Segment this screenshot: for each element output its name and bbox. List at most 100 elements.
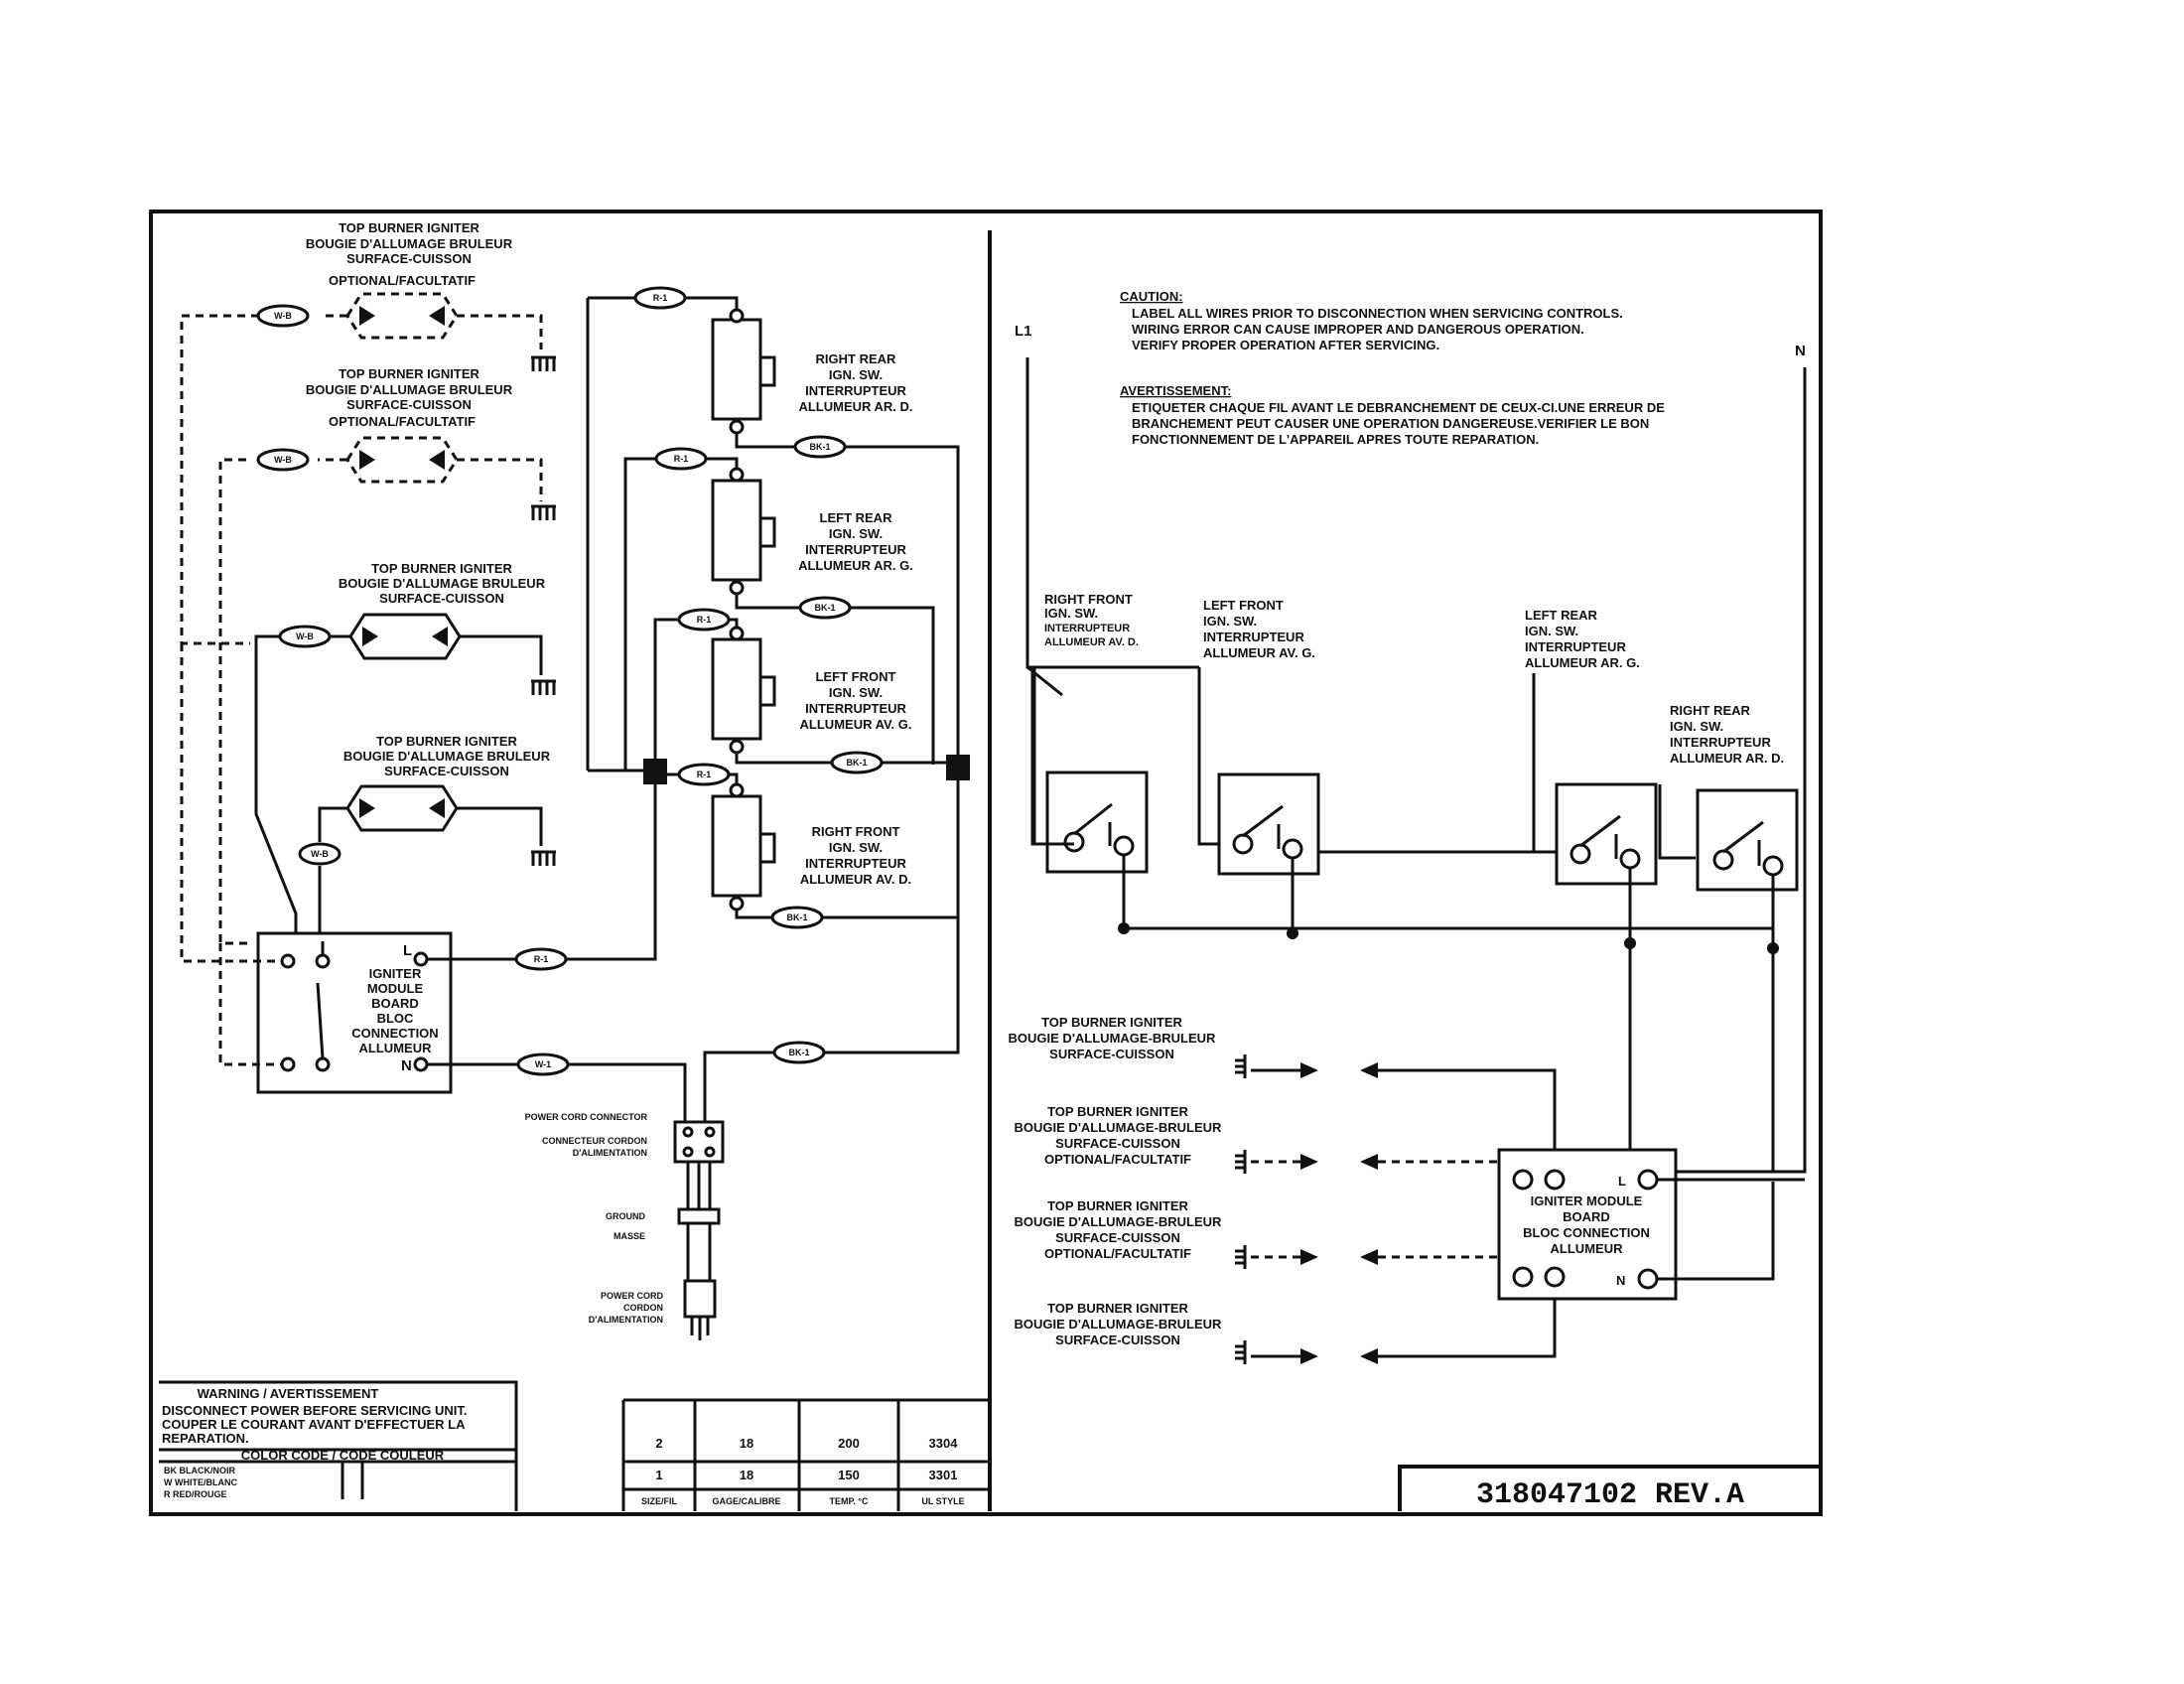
svg-text:INTERRUPTEUR: INTERRUPTEUR (1525, 639, 1626, 654)
igniter-optional: OPTIONAL/FACULTATIF (329, 273, 476, 288)
right-igniter-1: TOP BURNER IGNITER BOUGIE D'ALLUMAGE-BRU… (1009, 1015, 1557, 1180)
svg-text:BOUGIE D'ALLUMAGE-BRULEUR: BOUGIE D'ALLUMAGE-BRULEUR (1015, 1214, 1223, 1229)
svg-text:BOUGIE D'ALLUMAGE BRULEUR: BOUGIE D'ALLUMAGE BRULEUR (343, 749, 551, 764)
svg-text:INTERRUPTEUR: INTERRUPTEUR (805, 383, 906, 398)
wire-tag (278, 625, 332, 648)
svg-text:IGN. SW.: IGN. SW. (1203, 614, 1257, 629)
connector-box (673, 1120, 725, 1164)
n-label: N (1795, 343, 1806, 359)
svg-text:200: 200 (838, 1436, 860, 1451)
svg-text:CONNECTEUR CORDON: CONNECTEUR CORDON (542, 1136, 647, 1146)
svg-text:BLOC: BLOC (377, 1011, 414, 1026)
svg-text:IGNITER MODULE: IGNITER MODULE (1531, 1193, 1643, 1208)
svg-text:BRANCHEMENT PEUT CAUSER UNE OP: BRANCHEMENT PEUT CAUSER UNE OPERATION DA… (1132, 416, 1649, 431)
left-switch-right-rear: BK-1 RIGHT REAR IGN. SW. INTERRUPTEUR AL… (711, 308, 960, 755)
svg-text:TOP BURNER IGNITER: TOP BURNER IGNITER (1047, 1104, 1188, 1119)
svg-text:LEFT FRONT: LEFT FRONT (816, 669, 896, 684)
right-switch-label-rr: RIGHT REAR IGN. SW. INTERRUPTEUR ALLUMEU… (1670, 703, 1784, 766)
right-switch-label-lr: LEFT REAR IGN. SW. INTERRUPTEUR ALLUMEUR… (1525, 608, 1640, 670)
igniter-optional: OPTIONAL/FACULTATIF (329, 414, 476, 429)
right-igniter-3: TOP BURNER IGNITER BOUGIE D'ALLUMAGE-BRU… (1015, 1198, 1499, 1269)
svg-text:INTERRUPTEUR: INTERRUPTEUR (805, 856, 906, 871)
svg-text:INTERRUPTEUR: INTERRUPTEUR (1044, 623, 1130, 634)
svg-text:CONNECTION: CONNECTION (351, 1026, 438, 1041)
left-switch-left-front: BK-1 LEFT FRONT IGN. SW. INTERRUPTEUR AL… (711, 626, 946, 774)
svg-text:IGN. SW.: IGN. SW. (829, 840, 883, 855)
svg-text:R-1: R-1 (534, 954, 549, 964)
svg-text:IGN. SW.: IGN. SW. (1670, 719, 1723, 734)
svg-text:BOUGIE D'ALLUMAGE BRULEUR: BOUGIE D'ALLUMAGE BRULEUR (339, 576, 546, 591)
power-cord-connector: POWER CORD CONNECTOR CONNECTEUR CORDON D… (525, 1112, 725, 1164)
svg-text:UL STYLE: UL STYLE (921, 1496, 964, 1506)
module-l: L (403, 942, 412, 959)
right-switch-rr (1658, 784, 1799, 948)
svg-text:R-1: R-1 (697, 615, 712, 625)
svg-text:150: 150 (838, 1468, 860, 1482)
svg-text:SURFACE-CUISSON: SURFACE-CUISSON (346, 397, 472, 412)
svg-text:TEMP. °C: TEMP. °C (830, 1496, 869, 1506)
svg-text:ALLUMEUR AR. D.: ALLUMEUR AR. D. (798, 399, 912, 414)
svg-text:BOUGIE D'ALLUMAGE BRULEUR: BOUGIE D'ALLUMAGE BRULEUR (306, 382, 513, 397)
svg-text:POWER CORD: POWER CORD (601, 1291, 664, 1301)
part-number: 318047102 REV.A (1476, 1478, 1744, 1512)
svg-text:INTERRUPTEUR: INTERRUPTEUR (1203, 630, 1304, 644)
svg-text:IGN. SW.: IGN. SW. (829, 367, 883, 382)
svg-text:18: 18 (740, 1436, 753, 1451)
wire-tag (654, 447, 708, 471)
igniter-label: SURFACE-CUISSON (346, 251, 472, 266)
svg-text:ETIQUETER CHAQUE FIL AVANT LE: ETIQUETER CHAQUE FIL AVANT LE DEBRANCHEM… (1132, 400, 1665, 415)
right-switch-lf (1032, 665, 1320, 933)
igniter-symbol (345, 436, 459, 484)
wire-tag (516, 1052, 570, 1076)
wire-tag (830, 751, 884, 774)
ground-icon (531, 355, 556, 371)
left-igniter-1: TOP BURNER IGNITER BOUGIE D'ALLUMAGE BRU… (180, 220, 556, 645)
svg-text:IGNITER: IGNITER (369, 966, 422, 981)
wire-tag (514, 947, 568, 971)
svg-text:TOP BURNER IGNITER: TOP BURNER IGNITER (376, 734, 517, 749)
svg-text:W-B: W-B (296, 632, 314, 641)
igniter-label: BOUGIE D'ALLUMAGE BRULEUR (306, 236, 513, 251)
svg-text:W-B: W-B (274, 455, 292, 465)
svg-text:ALLUMEUR AV. D.: ALLUMEUR AV. D. (1044, 636, 1139, 648)
svg-text:BK-1: BK-1 (809, 442, 830, 452)
junction-block (946, 755, 970, 780)
svg-text:TOP BURNER IGNITER: TOP BURNER IGNITER (1047, 1301, 1188, 1316)
svg-text:SURFACE-CUISSON: SURFACE-CUISSON (1049, 1047, 1174, 1061)
ground-icon (531, 504, 556, 520)
svg-text:R-1: R-1 (674, 454, 689, 464)
svg-text:W-1: W-1 (535, 1059, 551, 1069)
svg-text:1: 1 (655, 1468, 662, 1482)
wire-tag (256, 448, 310, 472)
svg-text:INTERRUPTEUR: INTERRUPTEUR (1670, 735, 1771, 750)
module-n: N (401, 1057, 412, 1074)
wire-tag (770, 906, 824, 929)
svg-text:RIGHT REAR: RIGHT REAR (1670, 703, 1751, 718)
right-switch-label-rf: RIGHT FRONT IGN. SW. INTERRUPTEUR ALLUME… (1044, 592, 1139, 648)
svg-text:OPTIONAL/FACULTATIF: OPTIONAL/FACULTATIF (1044, 1152, 1191, 1167)
svg-text:WIRING ERROR CAN CAUSE IMPROPE: WIRING ERROR CAN CAUSE IMPROPER AND DANG… (1132, 322, 1584, 337)
svg-text:GAGE/CALIBRE: GAGE/CALIBRE (712, 1496, 780, 1506)
switch-body (711, 637, 762, 741)
svg-text:REPARATION.: REPARATION. (162, 1431, 249, 1446)
svg-text:ALLUMEUR AR. G.: ALLUMEUR AR. G. (1525, 655, 1640, 670)
svg-text:ALLUMEUR: ALLUMEUR (359, 1041, 433, 1055)
switch-body (711, 479, 762, 582)
svg-text:MASSE: MASSE (614, 1231, 645, 1241)
svg-text:LEFT REAR: LEFT REAR (1525, 608, 1598, 623)
svg-text:TOP BURNER IGNITER: TOP BURNER IGNITER (1047, 1198, 1188, 1213)
svg-text:IGN. SW.: IGN. SW. (1044, 606, 1098, 621)
wire-spec-table: 2 18 200 3304 1 18 150 3301 SIZE/FIL GAG… (621, 1398, 990, 1511)
svg-text:INTERRUPTEUR: INTERRUPTEUR (805, 542, 906, 557)
svg-text:GROUND: GROUND (606, 1211, 645, 1221)
svg-text:TOP BURNER IGNITER: TOP BURNER IGNITER (339, 366, 479, 381)
switch-body (711, 794, 762, 898)
svg-text:2: 2 (655, 1436, 662, 1451)
svg-text:VERIFY PROPER OPERATION AFTER: VERIFY PROPER OPERATION AFTER SERVICING. (1132, 338, 1439, 352)
svg-text:D'ALIMENTATION: D'ALIMENTATION (589, 1315, 663, 1325)
svg-text:ALLUMEUR AV. D.: ALLUMEUR AV. D. (800, 872, 911, 887)
igniter-label: TOP BURNER IGNITER (339, 220, 479, 235)
drawing-frame (149, 210, 1823, 1516)
svg-text:18: 18 (740, 1468, 753, 1482)
